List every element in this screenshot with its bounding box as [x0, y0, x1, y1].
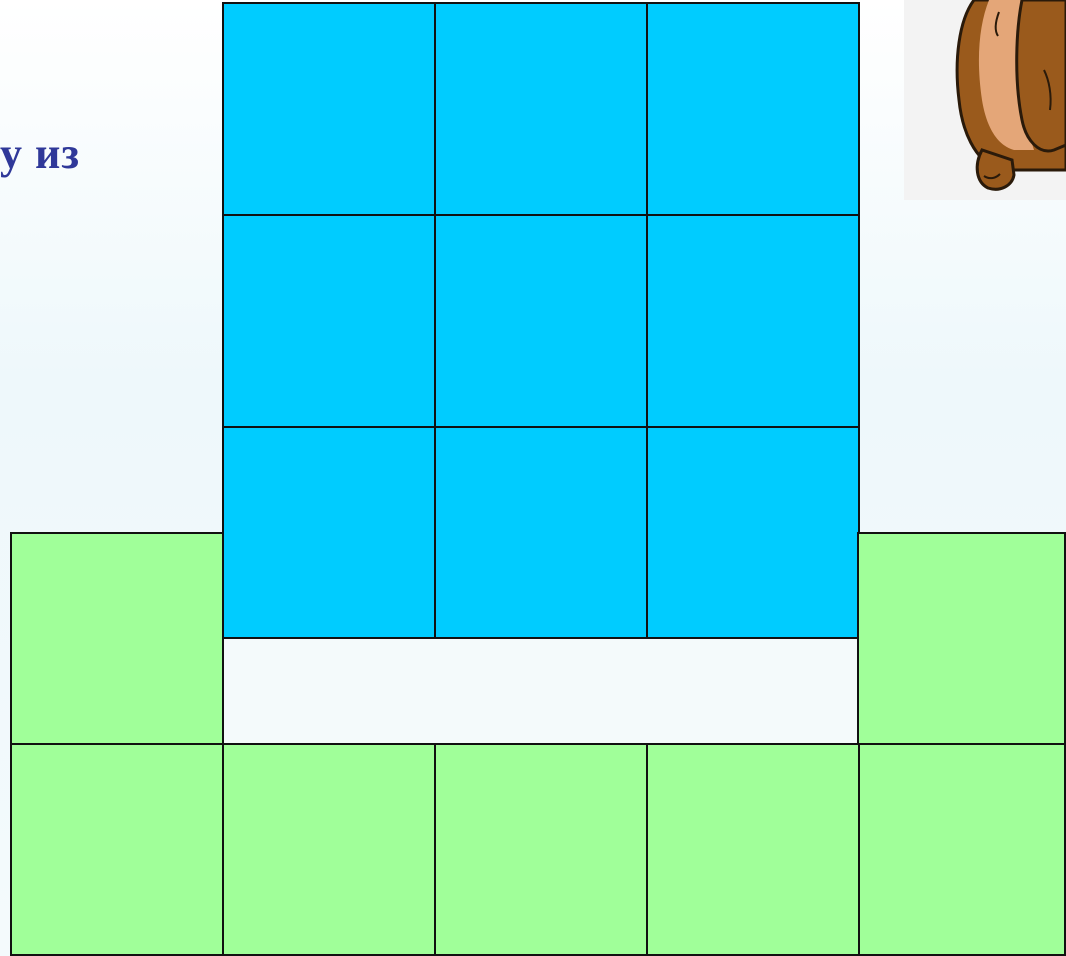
- blue-tile: [434, 214, 648, 428]
- empty-slot: [224, 639, 858, 744]
- green-tile: [646, 743, 860, 956]
- green-tile: [858, 743, 1066, 956]
- green-tile: [10, 532, 224, 746]
- blue-tile: [222, 2, 436, 216]
- blue-tile: [646, 2, 860, 216]
- blue-tile: [222, 214, 436, 428]
- green-tile: [434, 743, 648, 956]
- blue-tile: [434, 426, 648, 639]
- bear-icon: [904, 0, 1066, 200]
- title-text-fragment: у из: [0, 128, 180, 188]
- green-tile: [857, 532, 1066, 746]
- blue-tile: [434, 2, 648, 216]
- blue-tile: [646, 214, 860, 428]
- green-tile: [10, 743, 224, 956]
- bear-illustration: [904, 0, 1066, 200]
- blue-tile: [222, 426, 436, 639]
- blue-tile: [646, 426, 860, 639]
- green-tile: [222, 743, 436, 956]
